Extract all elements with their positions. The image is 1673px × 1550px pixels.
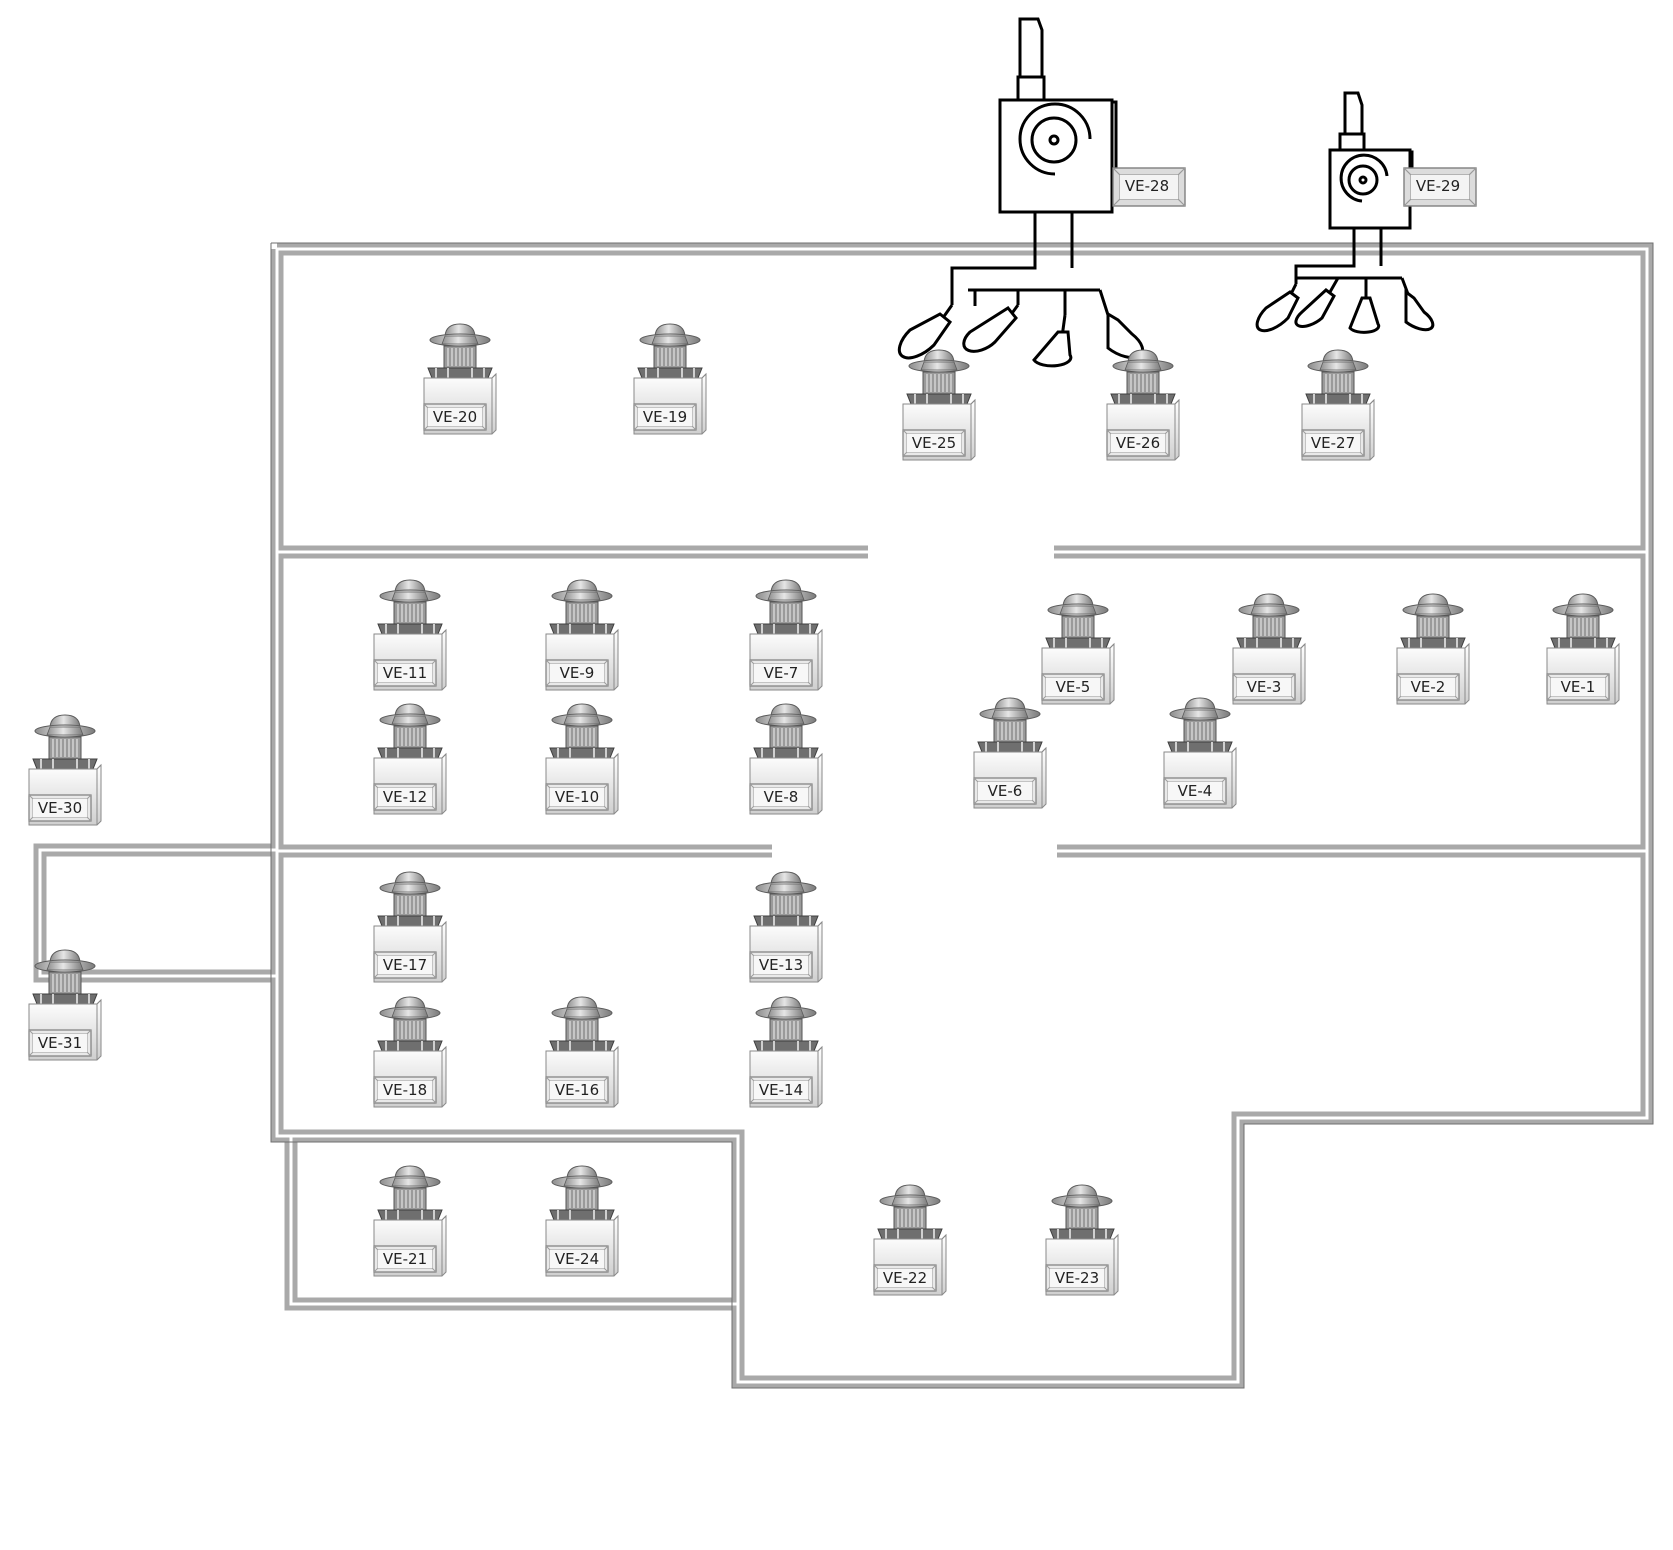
fan-label: VE-31 — [37, 1034, 83, 1052]
roof-exhaust-fan-ve-11[interactable]: VE-11 — [368, 578, 452, 696]
fan-label: VE-18 — [382, 1081, 428, 1099]
roof-exhaust-fan-ve-20[interactable]: VE-20 — [418, 322, 502, 440]
roof-exhaust-fan-ve-5[interactable]: VE-5 — [1036, 592, 1120, 710]
roof-exhaust-fan-ve-6[interactable]: VE-6 — [968, 696, 1052, 814]
fan-label: VE-10 — [554, 788, 600, 806]
fan-label: VE-3 — [1246, 678, 1282, 696]
exhaust-hood-icon — [962, 306, 1018, 353]
roof-exhaust-fan-ve-9[interactable]: VE-9 — [540, 578, 624, 696]
roof-exhaust-fan-ve-31[interactable]: VE-31 — [23, 948, 107, 1066]
fan-label: VE-9 — [559, 664, 595, 682]
roof-exhaust-fan-ve-26[interactable]: VE-26 — [1101, 348, 1185, 466]
roof-exhaust-fan-ve-3[interactable]: VE-3 — [1227, 592, 1311, 710]
blower-tag-ve-29[interactable]: VE-29 — [1403, 167, 1477, 207]
fan-label: VE-14 — [758, 1081, 804, 1099]
roof-exhaust-fan-ve-21[interactable]: VE-21 — [368, 1164, 452, 1282]
fan-label: VE-17 — [382, 956, 428, 974]
exhaust-hood-icon — [1032, 330, 1073, 368]
fan-label: VE-23 — [1054, 1269, 1100, 1287]
exhaust-hood-icon — [897, 312, 953, 360]
roof-exhaust-fan-ve-12[interactable]: VE-12 — [368, 702, 452, 820]
fan-label: VE-20 — [432, 408, 478, 426]
blower-label: VE-29 — [1415, 177, 1461, 195]
blower-tag-ve-28[interactable]: VE-28 — [1112, 167, 1186, 207]
fan-label: VE-22 — [882, 1269, 928, 1287]
roof-exhaust-fan-ve-23[interactable]: VE-23 — [1040, 1183, 1124, 1301]
roof-exhaust-fan-ve-1[interactable]: VE-1 — [1541, 592, 1625, 710]
roof-exhaust-fan-ve-2[interactable]: VE-2 — [1391, 592, 1475, 710]
wall-inner-lines — [38, 247, 1649, 1384]
fan-label: VE-24 — [554, 1250, 600, 1268]
fan-label: VE-21 — [382, 1250, 428, 1268]
fan-label: VE-6 — [987, 782, 1023, 800]
fan-label: VE-25 — [911, 434, 957, 452]
roof-exhaust-fan-ve-18[interactable]: VE-18 — [368, 995, 452, 1113]
roof-exhaust-fan-ve-7[interactable]: VE-7 — [744, 578, 828, 696]
exhaust-hood-icon — [1404, 289, 1435, 332]
roof-exhaust-fan-ve-27[interactable]: VE-27 — [1296, 348, 1380, 466]
fan-label: VE-7 — [763, 664, 799, 682]
roof-exhaust-fan-ve-10[interactable]: VE-10 — [540, 702, 624, 820]
roof-exhaust-fan-ve-14[interactable]: VE-14 — [744, 995, 828, 1113]
fan-label: VE-5 — [1055, 678, 1091, 696]
roof-exhaust-fan-ve-8[interactable]: VE-8 — [744, 702, 828, 820]
fan-label: VE-8 — [763, 788, 799, 806]
wall-outline — [270, 242, 1654, 1389]
exhaust-hood-icon — [1348, 296, 1381, 334]
roof-exhaust-fan-ve-24[interactable]: VE-24 — [540, 1164, 624, 1282]
fan-label: VE-27 — [1310, 434, 1356, 452]
roof-exhaust-fan-ve-4[interactable]: VE-4 — [1158, 696, 1242, 814]
fan-label: VE-12 — [382, 788, 428, 806]
fan-label: VE-19 — [642, 408, 688, 426]
fan-label: VE-11 — [382, 664, 428, 682]
exhaust-hoods-ve29 — [1255, 288, 1435, 334]
centrifugal-blower-icon — [998, 98, 1114, 214]
fan-label: VE-16 — [554, 1081, 600, 1099]
fan-label: VE-4 — [1177, 782, 1213, 800]
roof-exhaust-fan-ve-30[interactable]: VE-30 — [23, 713, 107, 831]
blower-ve28-assembly — [938, 17, 1118, 338]
fan-label: VE-1 — [1560, 678, 1596, 696]
roof-exhaust-fan-ve-17[interactable]: VE-17 — [368, 870, 452, 988]
exhaust-hood-icon — [1255, 290, 1300, 333]
roof-exhaust-fan-ve-22[interactable]: VE-22 — [868, 1183, 952, 1301]
blower-label: VE-28 — [1124, 177, 1170, 195]
fan-label: VE-2 — [1410, 678, 1446, 696]
fan-label: VE-30 — [37, 799, 83, 817]
blower-ve29-assembly — [1288, 91, 1414, 300]
roof-exhaust-fan-ve-13[interactable]: VE-13 — [744, 870, 828, 988]
roof-exhaust-fan-ve-25[interactable]: VE-25 — [897, 348, 981, 466]
fan-label: VE-26 — [1115, 434, 1161, 452]
exhaust-hood-icon — [1294, 288, 1336, 328]
fan-label: VE-13 — [758, 956, 804, 974]
roof-exhaust-fan-ve-19[interactable]: VE-19 — [628, 322, 712, 440]
roof-exhaust-fan-ve-16[interactable]: VE-16 — [540, 995, 624, 1113]
